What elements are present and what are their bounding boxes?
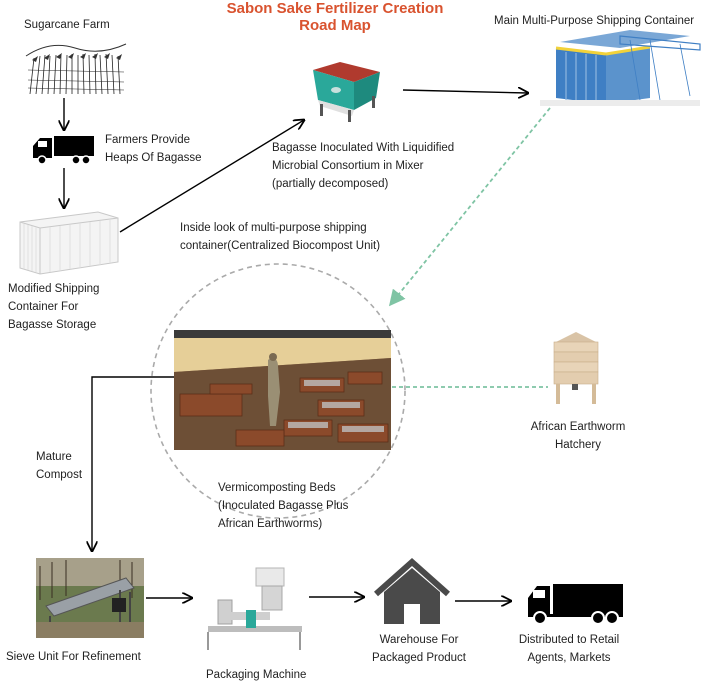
label-warehouse-line-1: Warehouse For [379,634,459,646]
biocompost-unit-circle [150,263,406,519]
label-modified-container-line-2: Container For [8,301,79,313]
storage-container-image [19,211,119,275]
packaging-machine-image [207,567,302,650]
label-mixer-line-2: Microbial Consortium in Mixer [272,160,424,172]
label-hatchery-line-2: Hatchery [554,439,602,451]
label-vermi-beds-line-1: Vermicomposting Beds [218,482,336,494]
arrow-mixer-to-container [402,90,528,93]
label-distributed: Distributed to Retail Agents, Markets [504,631,634,667]
label-farmers-line-2: Heaps Of Bagasse [105,152,202,164]
label-farmers-line-1: Farmers Provide [105,134,190,146]
label-hatchery: African Earthworm Hatchery [516,418,640,454]
label-distributed-line-1: Distributed to Retail [518,634,620,646]
label-hatchery-line-1: African Earthworm [530,421,626,433]
sugarcane-farm-image [25,36,127,95]
label-vermi-beds-line-2: (Inoculated Bagasse Plus [218,500,349,512]
label-mixer-line-1: Bagasse Inoculated With Liquidified [272,142,455,154]
main-container-image [540,30,701,106]
title-line-1: Sabon Sake Fertilizer Creation [226,0,444,17]
label-farmers: Farmers Provide Heaps Of Bagasse [105,131,202,167]
label-modified-container-line-3: Bagasse Storage [8,319,97,331]
label-mixer-line-3: (partially decomposed) [272,178,389,190]
mixer-machine-image [313,62,380,122]
vermicomposting-beds-image [174,330,391,450]
label-warehouse: Warehouse For Packaged Product [360,631,478,667]
label-warehouse-line-2: Packaged Product [372,652,466,664]
warehouse-icon [374,557,450,624]
distribution-truck-icon [528,584,623,625]
page-title: Sabon Sake Fertilizer Creation Road Map [180,0,490,34]
label-mature-compost-line-2: Compost [36,469,83,481]
label-inside-look-line-2: container(Centralized Biocompost Unit) [180,240,381,252]
label-mixer: Bagasse Inoculated With Liquidified Micr… [272,139,454,193]
title-line-2: Road Map [299,17,371,34]
sieve-unit-image [36,558,144,638]
label-sugarcane-farm: Sugarcane Farm [24,19,110,31]
hatchery-image [553,332,599,404]
dashed-container-to-unit [388,107,551,307]
label-vermi-beds-line-3: African Earthworms) [218,518,323,530]
label-modified-container-line-1: Modified Shipping [8,283,100,295]
label-distributed-line-2: Agents, Markets [527,652,611,664]
label-mature-compost-line-1: Mature [36,451,72,463]
label-inside-look: Inside look of multi-purpose shipping co… [180,219,380,255]
label-vermi-beds: Vermicomposting Beds (Inoculated Bagasse… [218,479,348,533]
arrow-storage-to-mixer [119,120,304,233]
label-packaging: Packaging Machine [206,669,307,681]
farmers-truck-icon [33,136,94,165]
label-inside-look-line-1: Inside look of multi-purpose shipping [180,222,367,234]
label-modified-container: Modified Shipping Container For Bagasse … [8,280,99,334]
label-sieve: Sieve Unit For Refinement [6,651,141,663]
arrow-beds-to-sieve [92,376,175,551]
label-main-container: Main Multi-Purpose Shipping Container [494,15,695,27]
label-mature-compost: Mature Compost [36,448,82,484]
flow-arrows [64,90,528,601]
